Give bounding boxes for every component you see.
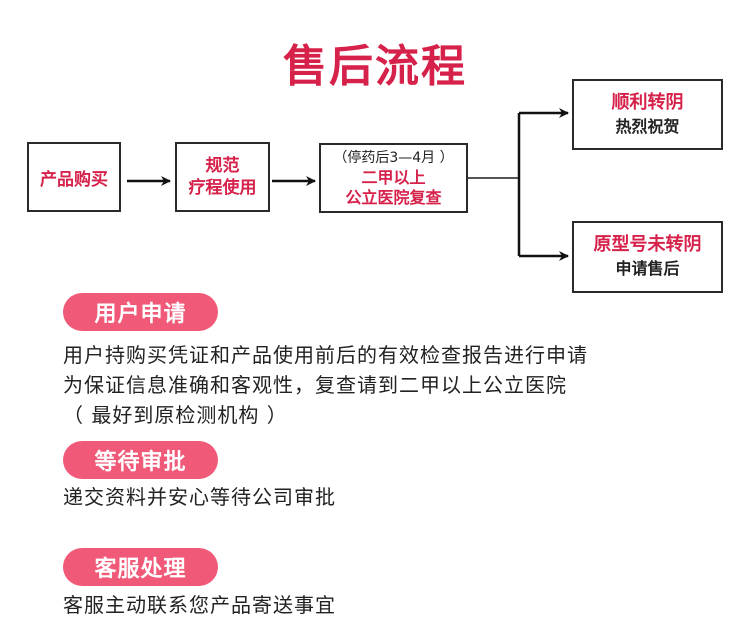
fail-sub: 申请售后: [615, 259, 680, 278]
step-description-approval: 递交资料并安心等待公司审批: [63, 482, 336, 512]
step-description-service: 客服主动联系您产品寄送事宜: [63, 590, 336, 620]
apply-line-3: （ 最好到原检测机构 ）: [63, 403, 288, 427]
page-title: 售后流程: [283, 41, 467, 92]
step-description-apply: 用户持购买凭证和产品使用前后的有效检查报告进行申请 为保证信息准确和客观性，复查…: [63, 340, 588, 430]
recheck-line1: 二甲以上: [361, 168, 426, 187]
step-badge-apply: 用户申请: [63, 293, 218, 331]
service-line-1: 客服主动联系您产品寄送事宜: [63, 593, 336, 617]
step-badge-service: 客服处理: [63, 548, 218, 586]
success-headline: 顺利转阴: [611, 91, 684, 113]
success-sub: 热烈祝贺: [615, 116, 680, 136]
flow-box-purchase: 产品购买: [27, 142, 121, 212]
step-badge-approval: 等待审批: [63, 441, 218, 479]
apply-line-1: 用户持购买凭证和产品使用前后的有效检查报告进行申请: [63, 343, 588, 367]
approval-line-1: 递交资料并安心等待公司审批: [63, 485, 336, 509]
course-line2: 疗程使用: [188, 178, 257, 198]
recheck-line2: 公立医院复查: [345, 188, 442, 207]
purchase-label: 产品购买: [40, 169, 108, 190]
flow-box-course: 规范 疗程使用: [175, 142, 270, 212]
apply-line-2: 为保证信息准确和客观性，复查请到二甲以上公立医院: [63, 373, 567, 397]
flow-box-fail: 原型号未转阴 申请售后: [572, 221, 723, 293]
flow-box-success: 顺利转阴 热烈祝贺: [572, 79, 723, 150]
recheck-note: （停药后3—4月 ）: [333, 150, 454, 166]
course-line1: 规范: [205, 156, 240, 176]
fail-headline: 原型号未转阴: [593, 234, 702, 255]
flow-box-recheck: （停药后3—4月 ） 二甲以上 公立医院复查: [319, 143, 468, 213]
